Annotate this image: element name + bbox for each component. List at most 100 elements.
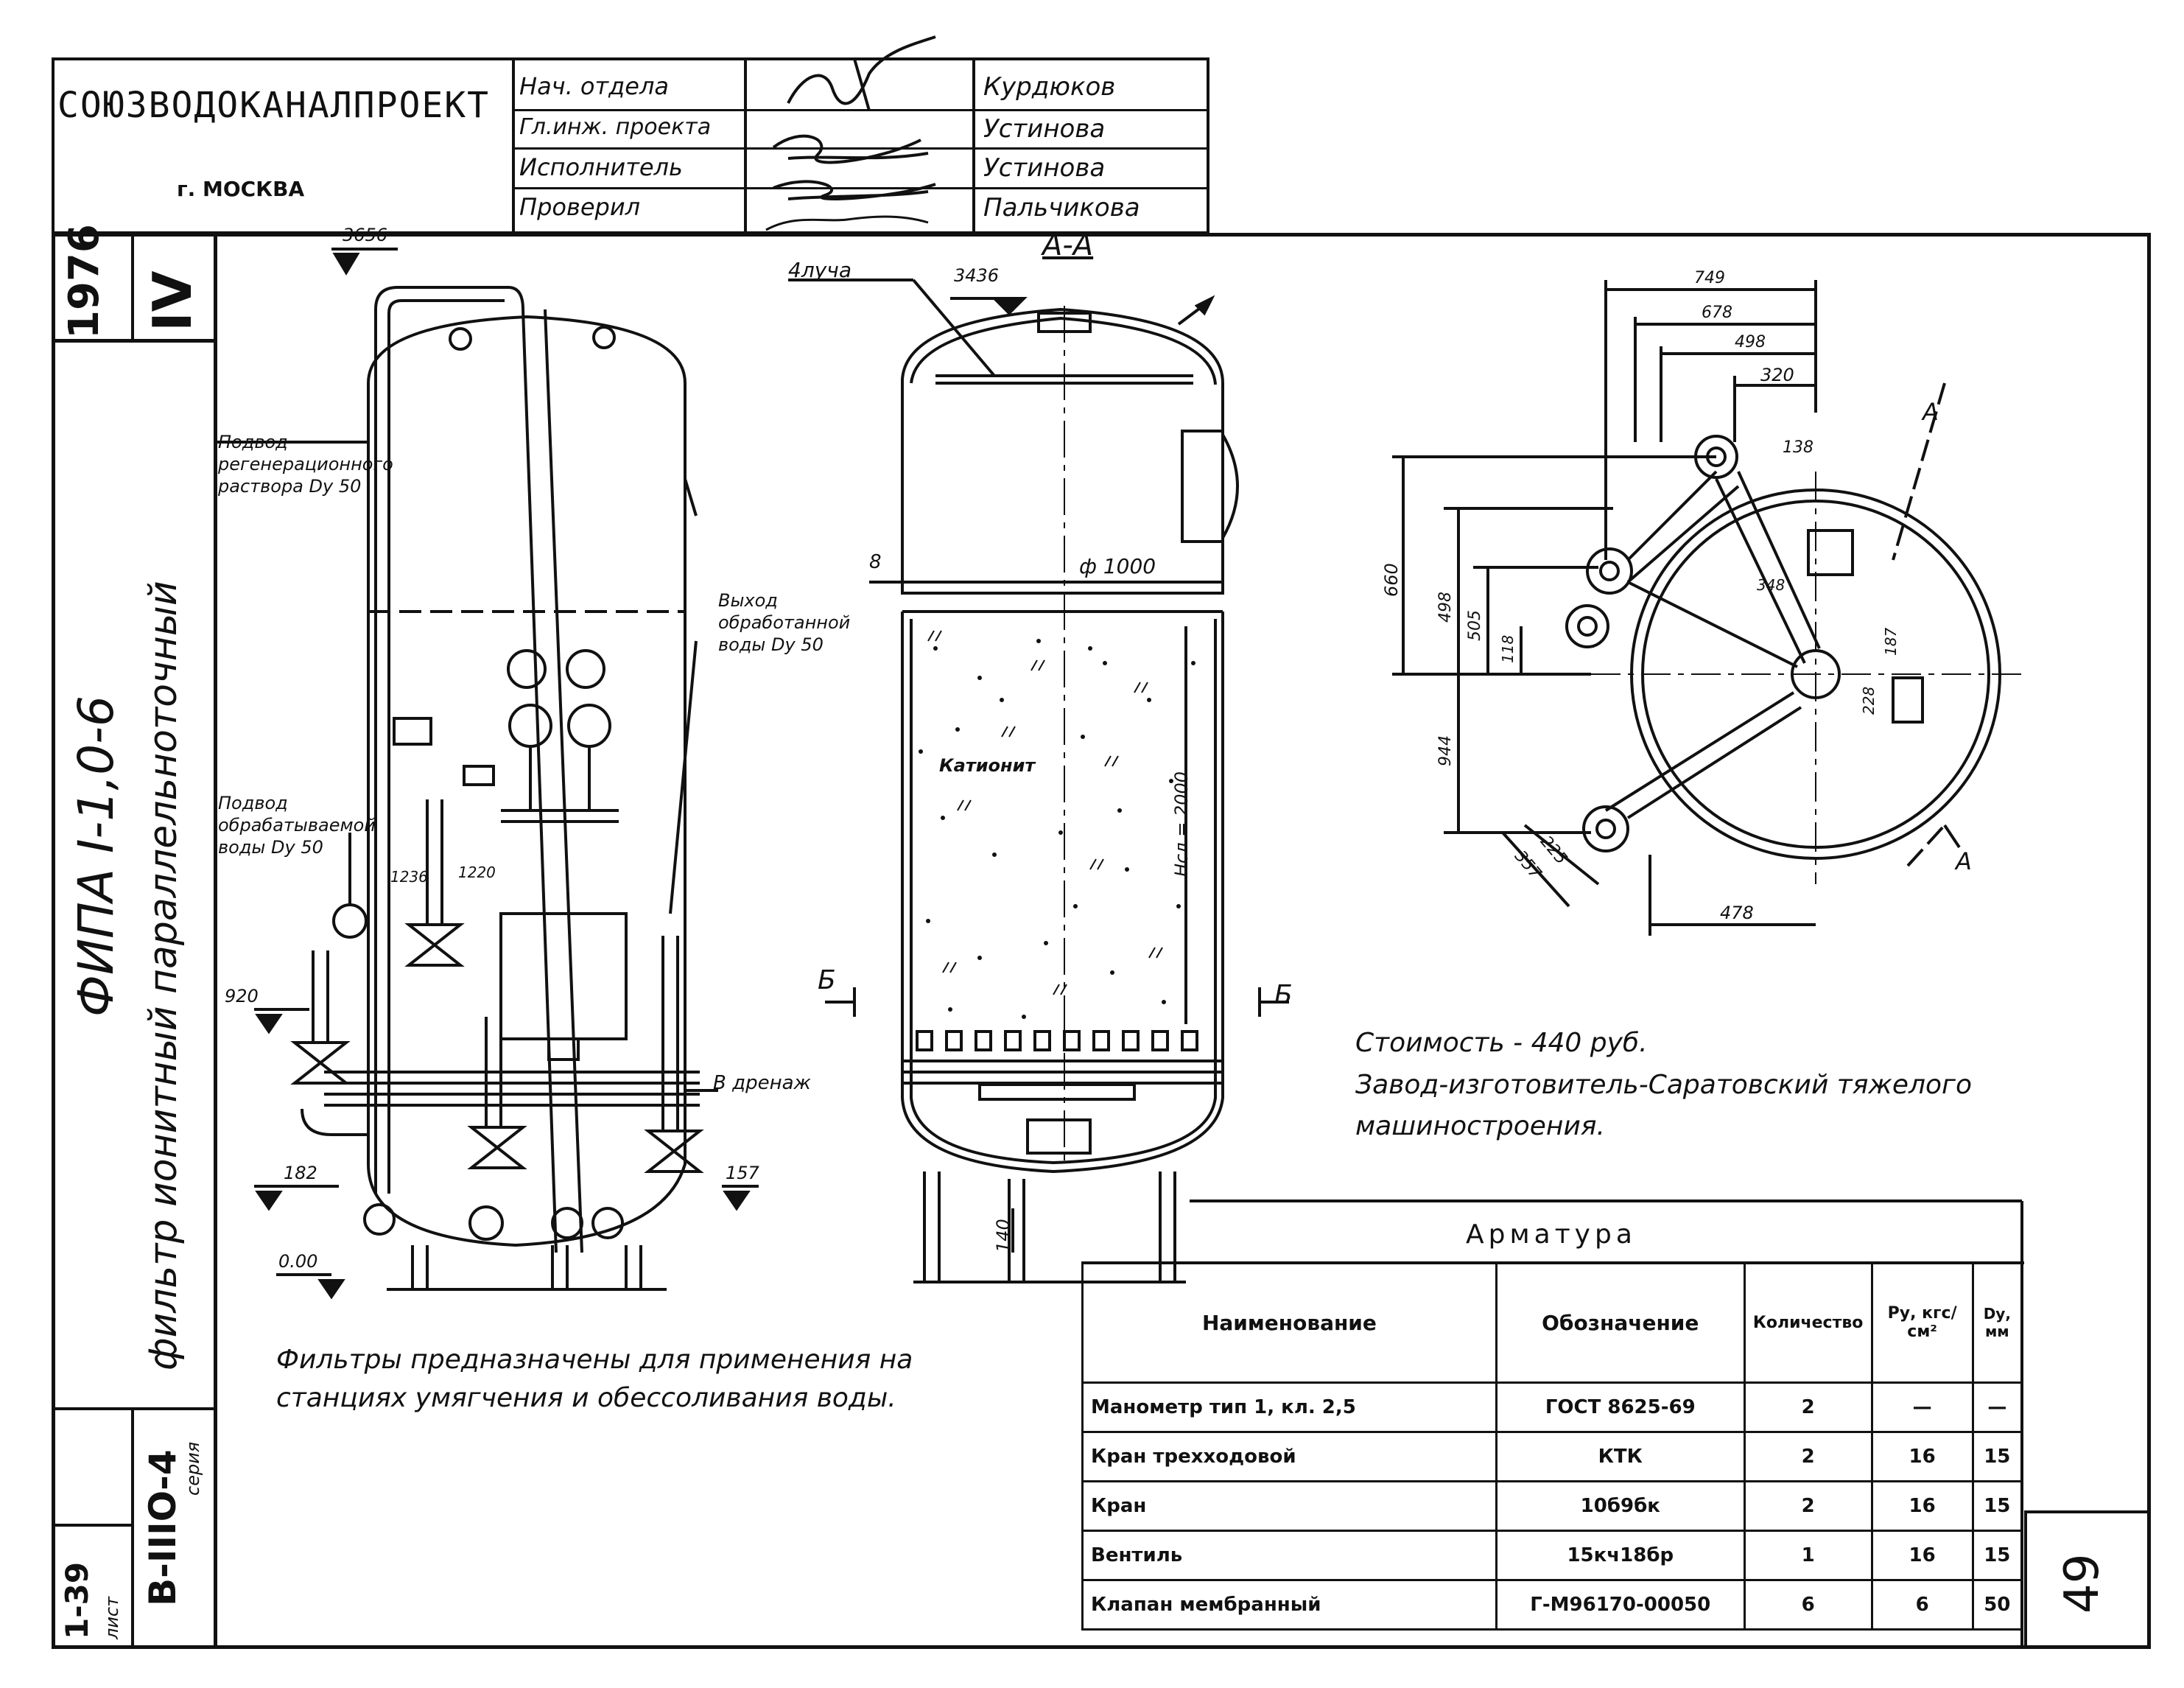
plan-dim-749: 749 xyxy=(1694,269,1725,287)
table-row: Клапан мембранный Г-М96170-00050 6 6 50 xyxy=(1081,1579,2023,1631)
label-b-right: Б xyxy=(1274,980,1293,1010)
elevation-3436: 3436 xyxy=(954,265,1000,286)
label-a-top: А xyxy=(1923,398,1939,426)
label-layer-height: Нсл = 2000 xyxy=(1171,771,1192,877)
dim-8: 8 xyxy=(869,551,882,573)
plan-dim-228: 228 xyxy=(1860,686,1878,715)
plan-dim-478: 478 xyxy=(1720,903,1754,923)
cell-designation: 15кч18бр xyxy=(1495,1530,1746,1581)
label-treated-outlet: Выход обработанной воды Dу 50 xyxy=(718,590,851,655)
cell-designation: ГОСТ 8625-69 xyxy=(1495,1381,1746,1433)
label-raw-supply: Подвод обрабатываемой воды Dу 50 xyxy=(218,793,376,858)
table-header-row: Наименование Обозначение Количество Ру, … xyxy=(1081,1261,2023,1384)
armatura-title: Арматура xyxy=(1466,1219,1637,1250)
cell-pressure: 16 xyxy=(1870,1431,1974,1482)
page-number-box xyxy=(2024,1510,2151,1649)
elevation-182: 182 xyxy=(284,1163,317,1183)
side-view xyxy=(214,248,759,1300)
city: г. МОСКВА xyxy=(177,177,305,201)
plan-dim-348: 348 xyxy=(1757,576,1786,594)
left-strip-divider xyxy=(214,233,217,1649)
cell-pressure: 16 xyxy=(1870,1480,1974,1532)
label-diameter: ф 1000 xyxy=(1079,554,1156,578)
cell-pressure: — xyxy=(1870,1381,1974,1433)
plan-dim-187: 187 xyxy=(1882,627,1900,656)
plan-dim-498-top: 498 xyxy=(1735,333,1766,351)
stamp-name-2: Устинова xyxy=(983,114,1106,144)
cell-quantity: 2 xyxy=(1743,1381,1873,1433)
cell-quantity: 2 xyxy=(1743,1431,1873,1482)
elevation-157: 157 xyxy=(726,1163,759,1183)
cell-designation: 10б9бк xyxy=(1495,1480,1746,1532)
cell-diameter: 15 xyxy=(1971,1480,2023,1532)
cell-name: Манометр тип 1, кл. 2,5 xyxy=(1081,1381,1497,1433)
cell-diameter: 15 xyxy=(1971,1431,2023,1482)
cell-diameter: — xyxy=(1971,1381,2023,1433)
elevation-3656: 3656 xyxy=(343,225,388,245)
plan-view xyxy=(1392,280,2026,936)
cell-designation: Г-М96170-00050 xyxy=(1495,1579,1746,1631)
plan-dim-138: 138 xyxy=(1783,438,1813,457)
cell-name: Кран xyxy=(1081,1480,1497,1532)
label-drain: В дренаж xyxy=(713,1072,811,1094)
cell-diameter: 15 xyxy=(1971,1530,2023,1581)
header-designation: Обозначение xyxy=(1495,1261,1746,1384)
label-a-bottom: А xyxy=(1956,847,1972,875)
note-manufacturer: Завод-изготовитель-Саратовский тяжелого … xyxy=(1355,1070,1972,1141)
elevation-1236: 1236 xyxy=(390,868,428,886)
stamp-role-3: Исполнитель xyxy=(519,153,683,181)
table-row: Кран 10б9бк 2 16 15 xyxy=(1081,1480,2023,1532)
table-row: Манометр тип 1, кл. 2,5 ГОСТ 8625-69 2 —… xyxy=(1081,1381,2023,1433)
label-section-aa: А-А xyxy=(1042,228,1094,262)
elevation-920: 920 xyxy=(225,986,259,1006)
stamp-vertical-line-2 xyxy=(744,57,747,234)
cell-pressure: 6 xyxy=(1870,1579,1974,1631)
header-name: Наименование xyxy=(1081,1261,1497,1384)
cation-resin-hatch xyxy=(927,630,1163,995)
organization-name: СОЮЗВОДОКАНАЛПРОЕКТ xyxy=(57,85,491,126)
header-pressure: Ру, кгс/см² xyxy=(1870,1261,1974,1384)
table-row: Кран трехходовой КТК 2 16 15 xyxy=(1081,1431,2023,1482)
header-diameter: Dу, мм xyxy=(1971,1261,2023,1384)
cell-quantity: 1 xyxy=(1743,1530,1873,1581)
cell-quantity: 2 xyxy=(1743,1480,1873,1532)
signatures xyxy=(765,35,936,231)
armatura-table: Наименование Обозначение Количество Ру, … xyxy=(1081,1261,2023,1631)
cell-diameter: 50 xyxy=(1971,1579,2023,1631)
plan-dim-320: 320 xyxy=(1760,365,1794,385)
label-cation: Катионит xyxy=(939,755,1036,776)
dim-140: 140 xyxy=(993,1219,1014,1253)
cell-designation: КТК xyxy=(1495,1431,1746,1482)
stamp-row-line xyxy=(512,109,1208,111)
stamp-vertical-line-3 xyxy=(972,57,975,234)
drawing-frame xyxy=(52,233,2151,1649)
header-quantity: Количество xyxy=(1743,1261,1873,1384)
table-row: Вентиль 15кч18бр 1 16 15 xyxy=(1081,1530,2023,1581)
cell-name: Вентиль xyxy=(1081,1530,1497,1581)
plan-dim-505: 505 xyxy=(1466,610,1484,641)
label-rays: 4луча xyxy=(788,258,852,282)
cell-name: Кран трехходовой xyxy=(1081,1431,1497,1482)
stamp-role-2: Гл.инж. проекта xyxy=(519,114,712,140)
strip-bottom-line-2 xyxy=(52,1524,133,1527)
section-aa xyxy=(788,279,1289,1283)
elevation-1220: 1220 xyxy=(458,864,496,881)
strip-bottom-divider xyxy=(131,1407,134,1649)
stamp-row-line-2 xyxy=(512,147,1208,150)
page-number: 49 xyxy=(2055,1553,2110,1614)
cell-pressure: 16 xyxy=(1870,1530,1974,1581)
plan-dim-660: 660 xyxy=(1381,563,1402,597)
plan-dim-944: 944 xyxy=(1436,735,1455,766)
cation-resin-fill xyxy=(919,639,1195,1019)
label-b-left: Б xyxy=(818,965,836,995)
stamp-name-1: Курдюков xyxy=(983,72,1116,102)
cell-quantity: 6 xyxy=(1743,1579,1873,1631)
label-regen-supply: Подвод регенерационного раствора Dу 50 xyxy=(218,432,393,497)
cell-name: Клапан мембранный xyxy=(1081,1579,1497,1631)
strip-box-divider xyxy=(131,233,134,342)
note-cost: Стоимость - 440 руб. xyxy=(1355,1028,1648,1058)
stamp-name-4: Пальчикова xyxy=(983,193,1140,223)
stamp-role-4: Проверил xyxy=(519,193,641,221)
stamp-name-3: Устинова xyxy=(983,153,1106,183)
